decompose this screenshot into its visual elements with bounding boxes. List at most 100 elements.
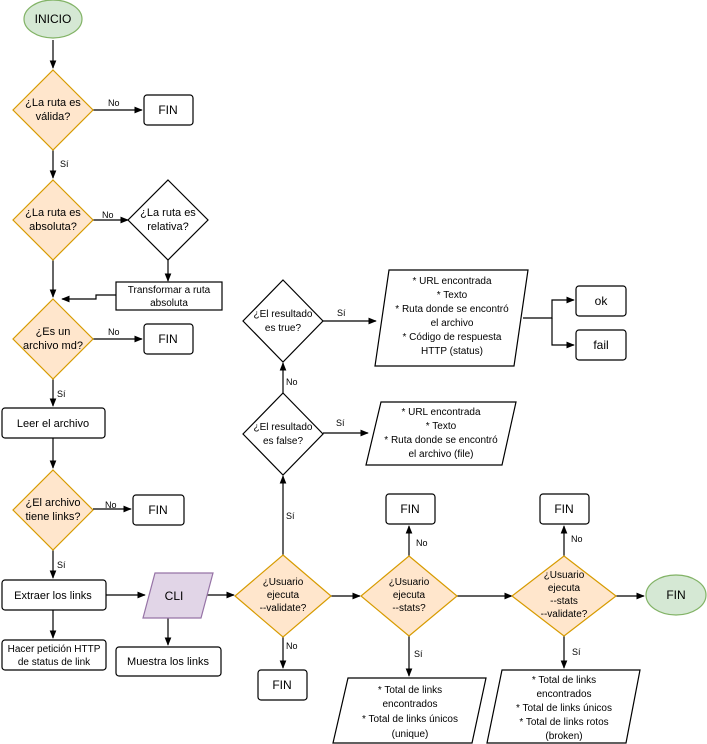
edge-label-no: No bbox=[108, 98, 120, 108]
edge-label-no: No bbox=[286, 377, 298, 387]
io-label: * Total de links únicos bbox=[516, 703, 612, 714]
io-label: (unique) bbox=[392, 729, 429, 740]
decision-label: ¿El resultado bbox=[254, 422, 313, 433]
decision-label: --stats bbox=[550, 596, 578, 607]
end-label: ok bbox=[595, 294, 609, 308]
io-label: encontrados bbox=[382, 699, 437, 710]
decision-label: ¿La ruta es bbox=[140, 207, 196, 219]
edge-label-si: Sí bbox=[57, 389, 66, 399]
decision-label: válida? bbox=[36, 111, 71, 123]
edge-label-si: Sí bbox=[336, 418, 345, 428]
end-box-ok: ok bbox=[575, 285, 627, 317]
end-box-6: FIN bbox=[539, 493, 590, 525]
decision-stats-validate: ¿Usuario ejecuta --stats --validate? bbox=[511, 555, 617, 637]
edge-label-si: Sí bbox=[60, 159, 69, 169]
end-box-1: FIN bbox=[143, 94, 194, 126]
decision-label: es false? bbox=[263, 436, 303, 447]
decision-archivo-md: ¿Es un archivo md? bbox=[12, 298, 94, 380]
decision-label: ¿Usuario bbox=[544, 570, 585, 581]
process-label: Muestra los links bbox=[127, 656, 209, 668]
io-label: * URL encontrada bbox=[412, 276, 492, 287]
end-node: FIN bbox=[645, 574, 707, 616]
io-label: * Texto bbox=[437, 290, 468, 301]
process-label: Extraer los links bbox=[14, 590, 92, 602]
io-label: encontrados bbox=[536, 689, 591, 700]
edge-label-si: Sí bbox=[572, 647, 581, 657]
edge-label-si: Sí bbox=[57, 560, 66, 570]
io-label: * Total de links bbox=[378, 685, 442, 696]
process-extraer: Extraer los links bbox=[1, 579, 107, 611]
io-label: * Ruta donde se encontró bbox=[384, 435, 498, 446]
edge-label-no: No bbox=[416, 538, 428, 548]
io-label: el archivo (file) bbox=[408, 449, 473, 460]
decision-stats: ¿Usuario ejecuta --stats? bbox=[360, 555, 458, 637]
process-label: de status de link bbox=[18, 657, 91, 668]
decision-label: ¿Es un bbox=[36, 326, 71, 338]
process-label: absoluta bbox=[150, 298, 188, 309]
decision-label: ¿El archivo bbox=[25, 497, 80, 509]
decision-label: ¿Usuario bbox=[389, 577, 430, 588]
end-box-fail: fail bbox=[575, 329, 627, 361]
io-label: (broken) bbox=[545, 731, 582, 742]
process-label: Transformar a ruta bbox=[128, 285, 211, 296]
end-label: FIN bbox=[666, 588, 685, 602]
edge-outtrue-ok bbox=[523, 296, 575, 319]
decision-label: --validate? bbox=[260, 603, 307, 614]
decision-label: absoluta? bbox=[29, 221, 77, 233]
io-out-stats: * Total de links encontrados * Total de … bbox=[332, 677, 487, 744]
decision-label: tiene links? bbox=[25, 511, 80, 523]
io-label: * Ruta donde se encontró bbox=[395, 304, 509, 315]
edge-label-si: Sí bbox=[337, 308, 346, 318]
end-label: FIN bbox=[272, 678, 291, 692]
edge-label-si: Sí bbox=[414, 649, 423, 659]
decision-label: --validate? bbox=[541, 609, 588, 620]
io-out-false: * URL encontrada * Texto * Ruta donde se… bbox=[365, 401, 517, 466]
end-label: FIN bbox=[158, 332, 177, 346]
process-muestra: Muestra los links bbox=[115, 646, 222, 677]
decision-label: archivo md? bbox=[23, 340, 83, 352]
decision-validate: ¿Usuario ejecuta --validate? bbox=[234, 554, 332, 638]
end-label: FIN bbox=[148, 503, 167, 517]
decision-label: ¿La ruta es bbox=[25, 207, 81, 219]
io-cli: CLI bbox=[142, 572, 214, 619]
decision-es-false: ¿El resultado es false? bbox=[242, 392, 324, 476]
io-label: el archivo bbox=[431, 318, 474, 329]
io-out-stats-validate: * Total de links encontrados * Total de … bbox=[486, 669, 641, 744]
process-leer: Leer el archivo bbox=[1, 407, 106, 439]
process-transformar: Transformar a ruta absoluta bbox=[115, 281, 223, 311]
io-out-true: * URL encontrada * Texto * Ruta donde se… bbox=[374, 269, 529, 367]
decision-label: --stats? bbox=[392, 603, 426, 614]
decision-label: ejecuta bbox=[267, 590, 300, 601]
process-peticion: Hacer petición HTTP de status de link bbox=[1, 639, 107, 671]
edge-label-si: Sí bbox=[286, 511, 295, 521]
edge-label-no: No bbox=[571, 534, 583, 544]
decision-label: es true? bbox=[265, 323, 302, 334]
io-label: HTTP (status) bbox=[421, 346, 483, 357]
io-label: * Código de respuesta bbox=[403, 332, 502, 343]
decision-label: ejecuta bbox=[548, 583, 581, 594]
decision-ruta-absoluta: ¿La ruta es absoluta? bbox=[12, 179, 94, 261]
end-box-5: FIN bbox=[385, 493, 436, 525]
edge-label-no: No bbox=[102, 210, 114, 220]
end-label: FIN bbox=[554, 502, 573, 516]
end-box-3: FIN bbox=[132, 494, 185, 526]
decision-es-true: ¿El resultado es true? bbox=[242, 279, 324, 363]
end-label: FIN bbox=[158, 103, 177, 117]
process-label: Leer el archivo bbox=[17, 418, 89, 430]
edge-transformar-md bbox=[61, 294, 116, 303]
process-label: Hacer petición HTTP bbox=[8, 644, 101, 655]
decision-label: ¿La ruta es bbox=[25, 97, 81, 109]
end-label: fail bbox=[593, 338, 608, 352]
decision-label: ¿El resultado bbox=[254, 309, 313, 320]
end-label: FIN bbox=[400, 502, 419, 516]
io-label: * URL encontrada bbox=[401, 407, 481, 418]
edges bbox=[49, 40, 645, 677]
edge-outtrue-fail bbox=[551, 318, 575, 349]
decision-tiene-links: ¿El archivo tiene links? bbox=[12, 469, 94, 551]
io-label: * Total de links bbox=[532, 675, 596, 686]
decision-ruta-valida: ¿La ruta es válida? bbox=[12, 69, 94, 151]
edge-label-no: No bbox=[286, 641, 298, 651]
io-label: * Texto bbox=[426, 421, 457, 432]
end-box-4: FIN bbox=[257, 669, 308, 701]
